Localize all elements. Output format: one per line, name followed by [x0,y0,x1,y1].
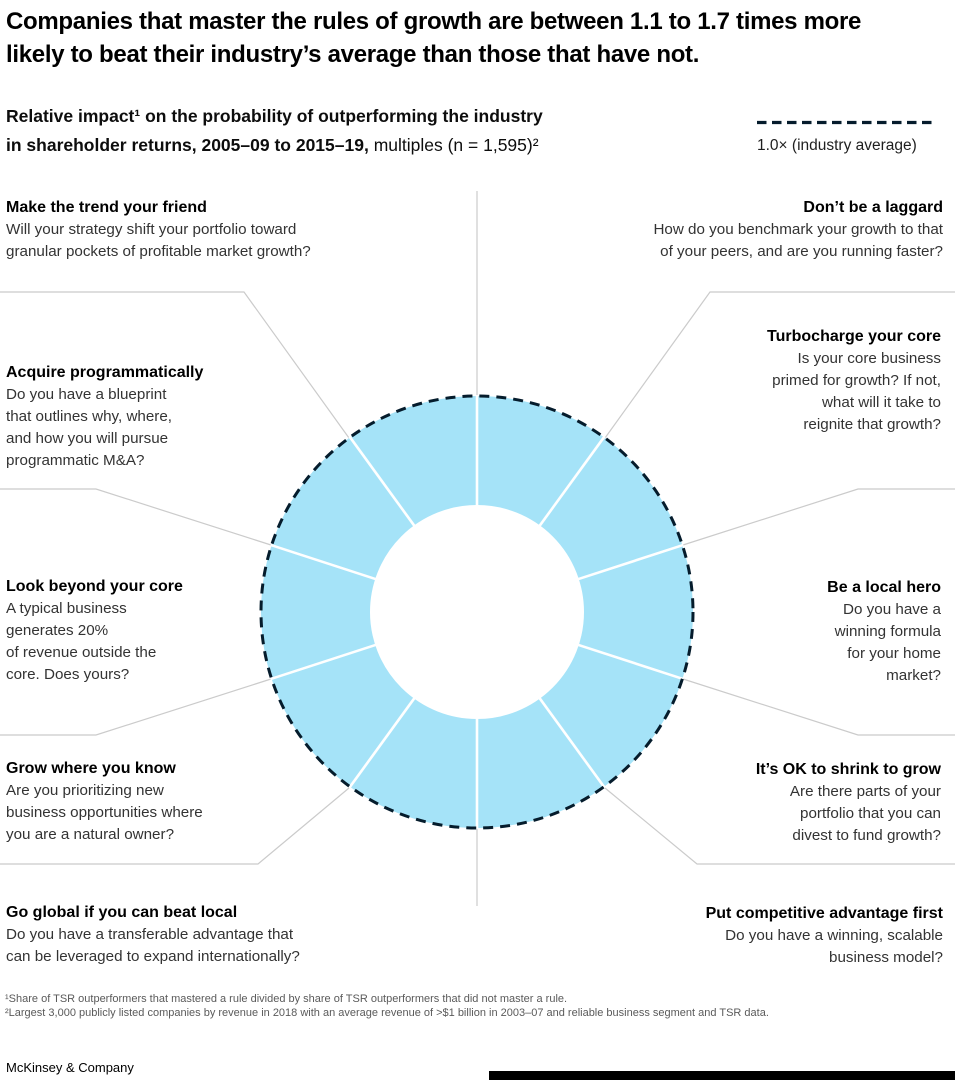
brand-wordmark: McKinsey & Company [6,1060,134,1075]
subtitle-regular: multiples (n = 1,595)² [368,135,539,155]
footnotes: ¹Share of TSR outperformers that mastere… [5,993,769,1019]
segment-divider [270,543,378,581]
rule-title: Go global if you can beat local [6,904,238,921]
industry-average-ring [259,394,695,830]
leader-line-dont-be-a-laggard [604,291,955,439]
rule-question: Do you have a blueprint that outlines wh… [6,386,173,469]
segment-divider [537,435,606,528]
leader-line-turbocharge [682,488,955,546]
subtitle-bold-line1: Relative impact¹ on the probability of o… [6,106,543,126]
legend-label: 1.0× (industry average) [757,137,917,154]
rule-go-global-if-you-can-beat-local: Go global if you can beat local Do you h… [6,902,300,968]
rule-question: Do you have a transferable advantage tha… [6,926,300,965]
rule-title: It’s OK to shrink to grow [755,761,941,778]
segment-divider [576,543,684,581]
rule-make-the-trend-your-friend: Make the trend your friend Will your str… [6,197,311,263]
rule-be-a-local-hero: Be a local hero Do you have a winning fo… [827,577,941,687]
legend: 1.0× (industry average) [757,112,943,155]
rule-question: How do you benchmark your growth to that… [653,221,943,260]
leader-line-local-hero [682,678,955,736]
leader-line-acquire [0,488,272,546]
rule-title: Look beyond your core [6,578,183,595]
segment-divider [348,696,417,789]
subtitle-bold-line2: in shareholder returns, 2005–09 to 2015–… [6,135,369,155]
rule-question: Are you prioritizing new business opport… [6,782,203,843]
rule-title: Acquire programmatically [6,364,204,381]
rule-title: Turbocharge your core [767,328,941,345]
rule-acquire-programmatically: Acquire programmatically Do you have a b… [6,362,203,472]
rule-its-ok-to-shrink-to-grow: It’s OK to shrink to grow Are there part… [756,759,941,847]
leader-line-grow-where-you-know [0,787,350,865]
rule-question: Do you have a winning, scalable business… [725,927,943,966]
segment-divider [537,696,606,789]
segment-divider [348,435,417,528]
chart-subtitle: Relative impact¹ on the probability of o… [6,102,686,160]
leader-line-shrink-to-grow [604,787,955,865]
leader-lines [0,191,955,906]
leader-line-look-beyond [0,678,272,736]
rule-title: Don’t be a laggard [803,199,943,216]
rule-look-beyond-your-core: Look beyond your core A typical business… [6,576,183,686]
rule-question: Are there parts of your portfolio that y… [789,783,941,844]
page-title: Companies that master the rules of growt… [6,8,862,68]
rule-question: Do you have a winning formula for your h… [834,601,941,684]
rule-question: Will your strategy shift your portfolio … [6,221,311,260]
rule-title: Put competitive advantage first [705,905,943,922]
rule-question: Is your core business primed for growth?… [772,350,941,433]
page-edge-bar [489,1071,955,1080]
rule-title: Be a local hero [827,579,941,596]
donut-chart [259,394,695,830]
segment-divider [270,643,378,681]
leader-line-make-the-trend [0,291,350,439]
rule-question: A typical business generates 20% of reve… [6,600,157,683]
rule-put-competitive-advantage-first: Put competitive advantage first Do you h… [706,903,943,969]
rule-turbocharge-your-core: Turbocharge your core Is your core busin… [767,326,941,436]
rule-dont-be-a-laggard: Don’t be a laggard How do you benchmark … [653,197,943,263]
rule-title: Make the trend your friend [6,199,207,216]
segment-divider [576,643,684,681]
rule-grow-where-you-know: Grow where you know Are you prioritizing… [6,758,203,846]
rule-title: Grow where you know [6,760,176,777]
dashed-line-icon [757,120,933,125]
